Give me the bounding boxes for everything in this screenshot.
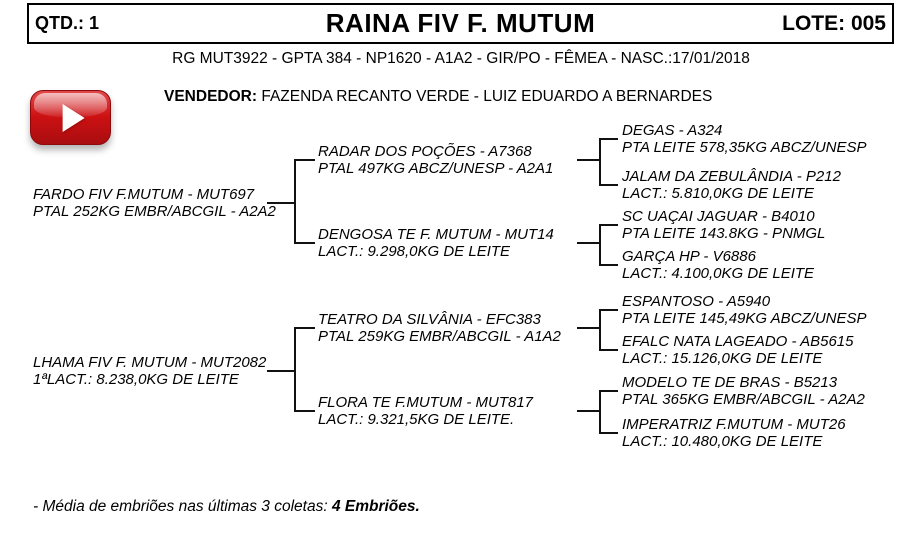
- animal-name: MODELO TE DE BRAS - B5213: [622, 374, 838, 391]
- connector-line: [294, 242, 315, 244]
- connector-line: [577, 327, 600, 329]
- pedigree-node-g3-5: ESPANTOSO - A5940 PTA LEITE 145,49KG ABC…: [622, 293, 867, 327]
- connector-line: [599, 309, 601, 351]
- connector-line: [294, 327, 296, 412]
- connector-line: [294, 159, 315, 161]
- animal-record: PTA LEITE 143.8KG - PNMGL: [622, 225, 826, 242]
- pedigree-node-g3-8: IMPERATRIZ F.MUTUM - MUT26 LACT.: 10.480…: [622, 416, 846, 450]
- animal-name: GARÇA HP - V6886: [622, 248, 756, 265]
- animal-name: EFALC NATA LAGEADO - AB5615: [622, 333, 854, 350]
- animal-record: LACT.: 9.321,5KG DE LEITE.: [318, 411, 515, 428]
- pedigree-node-g3-1: DEGAS - A324 PTA LEITE 578,35KG ABCZ/UNE…: [622, 122, 867, 156]
- connector-line: [577, 242, 600, 244]
- animal-name: ESPANTOSO - A5940: [622, 293, 771, 310]
- vendor-label: VENDEDOR:: [164, 88, 258, 105]
- pedigree-node-dam: LHAMA FIV F. MUTUM - MUT2082 1ªLACT.: 8.…: [33, 354, 266, 388]
- connector-line: [267, 370, 295, 372]
- animal-name: JALAM DA ZEBULÂNDIA - P212: [622, 168, 841, 185]
- animal-record: PTAL 259KG EMBR/ABCGIL - A1A2: [318, 328, 561, 345]
- connector-line: [599, 390, 601, 434]
- animal-info-line: RG MUT3922 - GPTA 384 - NP1620 - A1A2 - …: [172, 50, 750, 67]
- connector-line: [267, 202, 295, 204]
- pedigree-node-sire: FARDO FIV F.MUTUM - MUT697 PTAL 252KG EM…: [33, 186, 276, 220]
- animal-record: PTAL 365KG EMBR/ABCGIL - A2A2: [622, 391, 865, 408]
- animal-record: PTA LEITE 578,35KG ABCZ/UNESP: [622, 139, 867, 156]
- animal-name: SC UAÇAI JAGUAR - B4010: [622, 208, 815, 225]
- lot-number-label: LOTE: 005: [778, 11, 886, 36]
- animal-name: FARDO FIV F.MUTUM - MUT697: [33, 186, 255, 203]
- quantity-label: QTD.: 1: [35, 13, 100, 33]
- pedigree-node-g3-4: GARÇA HP - V6886 LACT.: 4.100,0KG DE LEI…: [622, 248, 814, 282]
- footnote-text: - Média de embriões nas últimas 3 coleta…: [33, 498, 332, 515]
- pedigree-node-sire-sire: RADAR DOS POÇÕES - A7368 PTAL 497KG ABCZ…: [318, 143, 553, 177]
- pedigree-node-dam-sire: TEATRO DA SILVÂNIA - EFC383 PTAL 259KG E…: [318, 311, 561, 345]
- animal-record: 1ªLACT.: 8.238,0KG DE LEITE: [33, 371, 239, 388]
- connector-line: [599, 432, 618, 434]
- animal-name: LHAMA FIV F. MUTUM - MUT2082: [33, 354, 267, 371]
- footnote-bold: 4 Embriões.: [331, 498, 420, 515]
- connector-line: [599, 184, 618, 186]
- animal-record: PTA LEITE 145,49KG ABCZ/UNESP: [622, 310, 867, 327]
- connector-line: [294, 159, 296, 244]
- animal-name: TEATRO DA SILVÂNIA - EFC383: [318, 311, 541, 328]
- animal-name: DENGOSA TE F. MUTUM - MUT14: [318, 226, 554, 243]
- connector-line: [577, 410, 600, 412]
- connector-line: [599, 264, 618, 266]
- animal-name: DEGAS - A324: [622, 122, 723, 139]
- animal-record: LACT.: 4.100,0KG DE LEITE: [622, 265, 815, 282]
- play-icon: [62, 103, 85, 132]
- animal-record: PTAL 497KG ABCZ/UNESP - A2A1: [318, 160, 554, 177]
- connector-line: [599, 349, 618, 351]
- animal-record: PTAL 252KG EMBR/ABCGIL - A2A2: [33, 203, 276, 220]
- pedigree-node-sire-dam: DENGOSA TE F. MUTUM - MUT14 LACT.: 9.298…: [318, 226, 554, 260]
- pedigree-node-g3-2: JALAM DA ZEBULÂNDIA - P212 LACT.: 5.810,…: [622, 168, 841, 202]
- animal-name: IMPERATRIZ F.MUTUM - MUT26: [622, 416, 846, 433]
- animal-record: LACT.: 15.126,0KG DE LEITE: [622, 350, 823, 367]
- connector-line: [599, 138, 601, 186]
- footnote: - Média de embriões nas últimas 3 coleta…: [33, 498, 420, 516]
- connector-line: [577, 159, 600, 161]
- connector-line: [599, 138, 618, 140]
- pedigree-node-g3-3: SC UAÇAI JAGUAR - B4010 PTA LEITE 143.8K…: [622, 208, 825, 242]
- connector-line: [599, 309, 618, 311]
- animal-name: RADAR DOS POÇÕES - A7368: [318, 143, 532, 160]
- pedigree-node-dam-dam: FLORA TE F.MUTUM - MUT817 LACT.: 9.321,5…: [318, 394, 533, 428]
- animal-record: LACT.: 10.480,0KG DE LEITE: [622, 433, 823, 450]
- vendor-line: VENDEDOR: FAZENDA RECANTO VERDE - LUIZ E…: [164, 88, 712, 106]
- play-video-button[interactable]: [30, 90, 111, 145]
- pedigree-node-g3-6: EFALC NATA LAGEADO - AB5615 LACT.: 15.12…: [622, 333, 853, 367]
- connector-line: [599, 224, 618, 226]
- animal-name: FLORA TE F.MUTUM - MUT817: [318, 394, 534, 411]
- connector-line: [599, 224, 601, 266]
- animal-record: LACT.: 5.810,0KG DE LEITE: [622, 185, 815, 202]
- pedigree-node-g3-7: MODELO TE DE BRAS - B5213 PTAL 365KG EMB…: [622, 374, 865, 408]
- header-box: QTD.: 1 RAINA FIV F. MUTUM LOTE: 005: [27, 3, 894, 44]
- connector-line: [294, 327, 315, 329]
- connector-line: [599, 390, 618, 392]
- animal-record: LACT.: 9.298,0KG DE LEITE: [318, 243, 511, 260]
- vendor-name: FAZENDA RECANTO VERDE - LUIZ EDUARDO A B…: [261, 88, 713, 105]
- connector-line: [294, 410, 315, 412]
- page-title: RAINA FIV F. MUTUM: [325, 8, 596, 38]
